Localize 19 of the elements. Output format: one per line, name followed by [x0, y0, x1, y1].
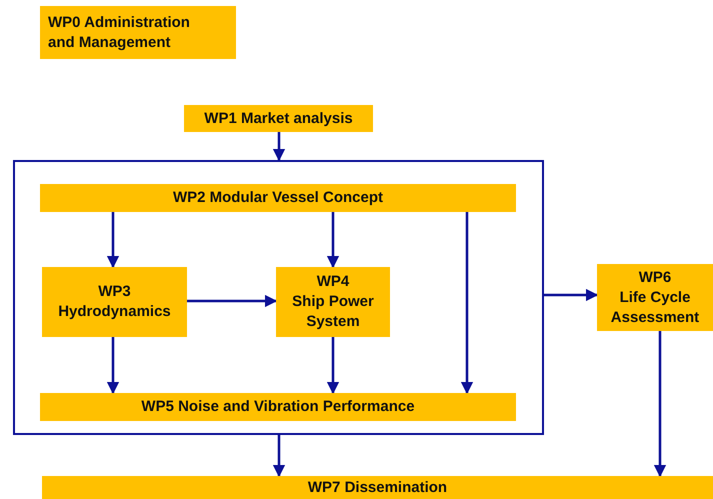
arrow — [272, 435, 286, 478]
work-package-box: WP6 Life Cycle Assessment — [597, 264, 713, 331]
arrow — [544, 288, 598, 302]
arrow — [654, 331, 666, 478]
arrow — [106, 212, 120, 268]
arrow — [272, 132, 286, 162]
arrow — [326, 212, 340, 268]
work-package-box: WP5 Noise and Vibration Performance — [40, 393, 516, 421]
arrow — [326, 337, 340, 394]
arrow — [187, 294, 278, 308]
work-package-box: WP4 Ship Power System — [276, 267, 390, 337]
work-package-box: WP2 Modular Vessel Concept — [40, 184, 516, 212]
arrow — [106, 337, 120, 394]
work-package-box: WP3 Hydrodynamics — [42, 267, 187, 337]
arrow — [460, 212, 474, 394]
work-package-box: WP1 Market analysis — [184, 105, 373, 132]
work-package-box: WP7 Dissemination — [42, 476, 713, 499]
work-package-box: WP0 Administration and Management — [40, 6, 236, 59]
container-frame — [13, 160, 544, 435]
